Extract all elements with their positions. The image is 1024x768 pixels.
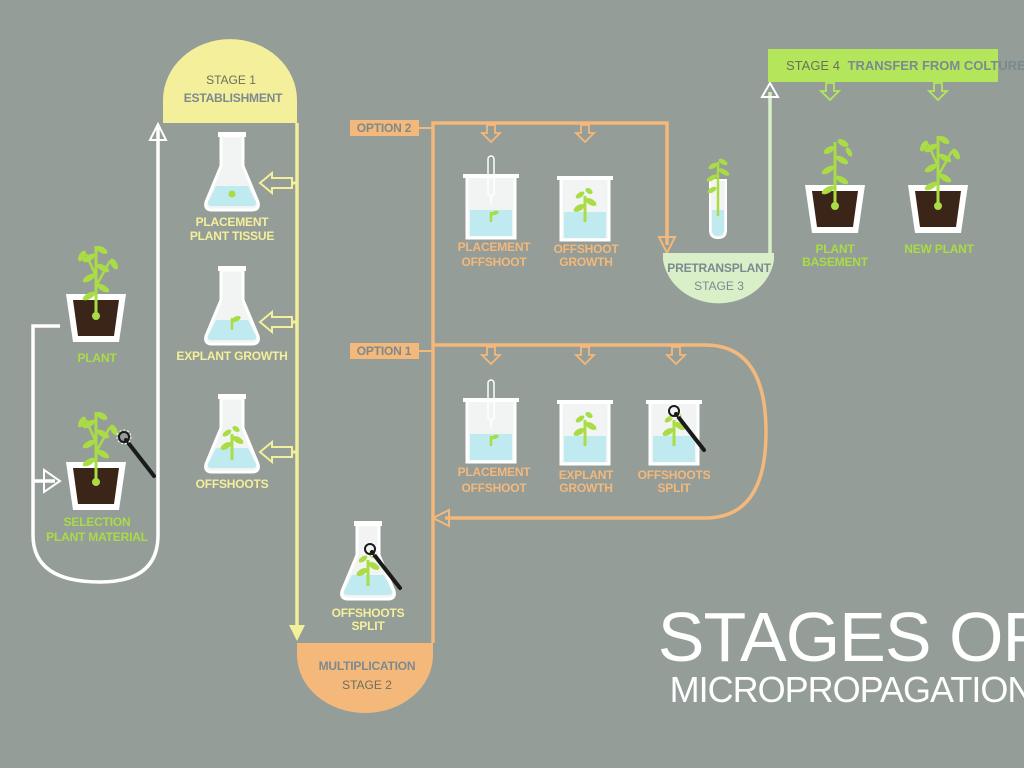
down-arrow-icon — [481, 346, 501, 365]
down-arrow-icon — [928, 82, 948, 101]
beaker-placement-offshoot-icon — [461, 155, 521, 240]
new-plant-label: NEW PLANT — [904, 242, 974, 256]
placement-tissue-line2: PLANT TISSUE — [190, 229, 274, 243]
down-arrow-icon — [575, 346, 595, 365]
explant-growth-label: EXPLANT GROWTH — [176, 349, 287, 363]
stage1-name: ESTABLISHMENT — [184, 91, 283, 105]
down-arrow-icon — [575, 124, 595, 143]
selection-label-line1: SELECTION — [64, 515, 131, 529]
opt2-growth-line2: GROWTH — [559, 255, 612, 269]
selection-pot-icon — [66, 408, 156, 510]
offshoots-split-line2: SPLIT — [351, 619, 385, 633]
stage3-name: PRETRANSPLANT — [667, 261, 771, 275]
stage2-line — [431, 121, 669, 643]
stage2-name: MULTIPLICATION — [319, 659, 416, 673]
opt2-placement-line1: PLACEMENT — [458, 240, 532, 254]
title-line2: MICROPROPAGATION — [670, 669, 1024, 710]
opt1-placement-line1: PLACEMENT — [458, 465, 532, 479]
stage1-header: STAGE 1 ESTABLISHMENT — [163, 39, 297, 123]
down-arrow-icon — [820, 82, 840, 101]
opt1-split-line2: SPLIT — [657, 481, 691, 495]
offshoots-label: OFFSHOOTS — [196, 477, 269, 491]
plant-basement-line1: PLANT — [816, 242, 856, 256]
option1-tag: OPTION 1 — [350, 343, 433, 359]
stage1-label: STAGE 1 — [206, 73, 256, 87]
plant-label: PLANT — [78, 351, 118, 365]
flask-explant-icon — [204, 264, 260, 346]
plant-basement-pot-icon — [805, 139, 865, 233]
left-arrow-icon — [259, 441, 293, 463]
stage3-header: PRETRANSPLANT STAGE 3 — [663, 253, 774, 304]
title-line1: STAGES OF — [658, 598, 1024, 676]
stage2-label: STAGE 2 — [342, 678, 392, 692]
down-arrow-icon — [481, 124, 501, 143]
left-arrow-icon — [259, 311, 293, 333]
stage4-header: STAGE 4 TRANSFER FROM COLTURE — [768, 49, 1024, 82]
option1-loop — [433, 343, 768, 520]
stage3-label: STAGE 3 — [694, 279, 744, 293]
opt2-growth-line1: OFFSHOOT — [553, 242, 619, 256]
down-arrow-icon — [666, 346, 686, 365]
flask-placement-icon — [204, 130, 260, 212]
stage1-down-arrow — [289, 625, 305, 641]
test-tube-icon — [706, 158, 730, 240]
plant-pot-icon — [66, 242, 126, 342]
beaker-explant-growth-icon — [555, 398, 615, 466]
flask-split-icon — [340, 519, 402, 601]
stage2-header: MULTIPLICATION STAGE 2 — [297, 643, 433, 713]
left-arrow-icon — [259, 172, 293, 194]
svg-text:OPTION 1: OPTION 1 — [357, 344, 412, 358]
stage4-name: TRANSFER FROM COLTURE — [848, 58, 1024, 73]
beaker-offshoots-split-icon — [644, 398, 706, 466]
beaker-placement-offshoot-icon — [461, 379, 521, 464]
flask-offshoots-icon — [204, 392, 260, 474]
opt1-placement-line2: OFFSHOOT — [461, 481, 527, 495]
opt1-split-line1: OFFSHOOTS — [638, 468, 711, 482]
opt1-explant-line1: EXPLANT — [559, 468, 614, 482]
left-loop-connector — [31, 121, 168, 584]
selection-label-line2: PLANT MATERIAL — [46, 530, 148, 544]
beaker-offshoot-growth-icon — [555, 174, 615, 242]
offshoots-split-line1: OFFSHOOTS — [332, 606, 405, 620]
stage4-label: STAGE 4 — [786, 58, 840, 73]
opt2-placement-line2: OFFSHOOT — [461, 255, 527, 269]
placement-tissue-line1: PLACEMENT — [196, 215, 270, 229]
option2-tag: OPTION 2 — [350, 120, 433, 136]
plant-basement-line2: BASEMENT — [802, 255, 869, 269]
svg-text:STAGE 4 TRANSFER FROM CO: STAGE 4 TRANSFER FROM COLTURE — [786, 58, 1024, 73]
svg-text:OPTION 2: OPTION 2 — [357, 121, 412, 135]
opt1-explant-line2: GROWTH — [559, 481, 612, 495]
new-plant-pot-icon — [908, 132, 968, 233]
